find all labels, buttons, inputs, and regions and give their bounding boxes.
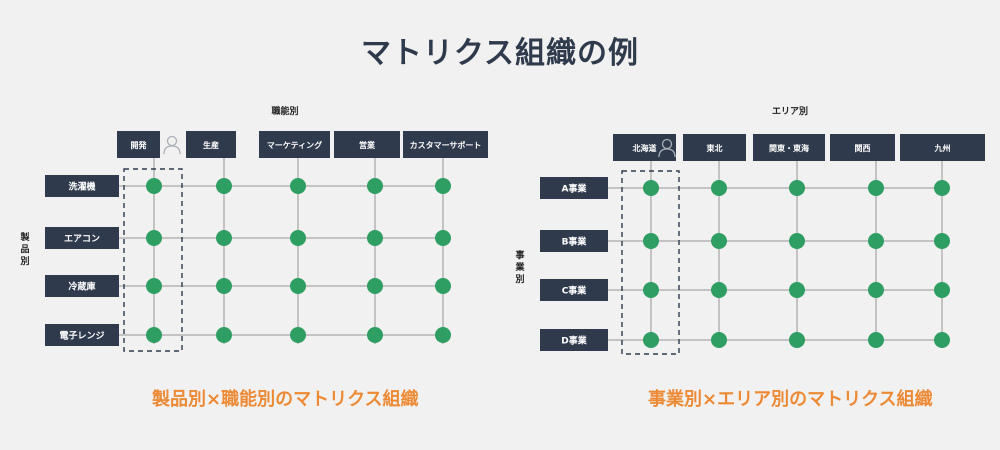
row-header-box[interactable] [45, 175, 119, 197]
matrix-node[interactable] [789, 233, 805, 249]
column-header-box[interactable] [186, 131, 236, 158]
column-header-box[interactable] [830, 134, 895, 161]
matrix-node[interactable] [290, 230, 306, 246]
column-header-label: 生産 [203, 140, 219, 150]
matrix-node[interactable] [290, 278, 306, 294]
row-header-label: 洗濯機 [68, 181, 95, 193]
column-header-label: カスタマーサポート [410, 140, 482, 150]
row-header-label: C事業 [562, 285, 588, 297]
matrix-node[interactable] [868, 180, 884, 196]
matrix-node[interactable] [216, 278, 232, 294]
row-header-box[interactable] [45, 275, 119, 297]
highlight-dashed-box [123, 168, 183, 352]
matrix-node[interactable] [367, 230, 383, 246]
matrix-node[interactable] [711, 282, 727, 298]
row-header-box[interactable] [540, 177, 608, 199]
matrix-node[interactable] [290, 327, 306, 343]
axis-label-side-char: 業 [514, 261, 525, 273]
matrix-node[interactable] [146, 327, 162, 343]
matrix-node[interactable] [643, 233, 659, 249]
row-header-box[interactable] [540, 329, 608, 351]
matrix-node[interactable] [290, 178, 306, 194]
matrix-node[interactable] [435, 327, 451, 343]
row-header-label: D事業 [561, 335, 587, 347]
matrix-node[interactable] [435, 230, 451, 246]
matrix-node[interactable] [934, 233, 950, 249]
matrix-node[interactable] [711, 180, 727, 196]
matrix-node[interactable] [789, 282, 805, 298]
column-header-label: 北海道 [633, 143, 657, 153]
axis-label-side-char: 事 [515, 249, 524, 261]
matrix-node[interactable] [868, 233, 884, 249]
column-header-box[interactable] [117, 131, 160, 158]
matrix-node[interactable] [146, 178, 162, 194]
axis-label-top: エリア別 [772, 105, 808, 117]
axis-label-side-char: 別 [514, 273, 524, 285]
matrix-node[interactable] [643, 180, 659, 196]
column-header-label: 営業 [359, 140, 376, 150]
row-header-label: エアコン [64, 234, 100, 245]
column-header-box[interactable] [259, 131, 330, 158]
row-header-label: B事業 [562, 236, 588, 248]
column-header-label: 開発 [131, 140, 148, 150]
axis-label-side-char: 別 [19, 255, 29, 267]
row-header-label: 冷蔵庫 [68, 281, 95, 293]
column-header-box[interactable] [683, 134, 746, 161]
row-header-box[interactable] [540, 230, 608, 252]
matrix-node[interactable] [367, 327, 383, 343]
column-header-label: 九州 [934, 143, 951, 153]
person-icon [658, 138, 676, 158]
matrix-node[interactable] [146, 278, 162, 294]
matrix-node[interactable] [435, 178, 451, 194]
column-header-box[interactable] [334, 131, 400, 158]
row-header-box[interactable] [45, 227, 119, 249]
matrix-node[interactable] [216, 230, 232, 246]
matrix-node[interactable] [868, 282, 884, 298]
matrix-node[interactable] [643, 282, 659, 298]
column-header-label: 関東・東海 [769, 143, 809, 153]
axis-label-side-char: 品 [20, 244, 29, 255]
matrix-node[interactable] [367, 278, 383, 294]
matrix-node[interactable] [216, 327, 232, 343]
matrix-node[interactable] [367, 178, 383, 194]
page-title: マトリクス組織の例 [360, 36, 640, 71]
row-header-box[interactable] [540, 279, 608, 301]
matrix-node[interactable] [435, 278, 451, 294]
column-header-box[interactable] [900, 134, 985, 161]
column-header-box[interactable] [753, 134, 825, 161]
axis-label-side-char: 製 [19, 231, 30, 243]
caption-business-area: 事業別×エリア別のマトリクス組織 [648, 389, 933, 410]
matrix-node[interactable] [934, 180, 950, 196]
matrix-node[interactable] [711, 332, 727, 348]
matrix-node[interactable] [934, 282, 950, 298]
row-header-box[interactable] [45, 324, 119, 346]
highlight-dashed-box [621, 170, 680, 355]
matrix-node[interactable] [711, 233, 727, 249]
column-header-label: マーケティング [267, 140, 322, 150]
column-header-label: 関西 [855, 143, 871, 153]
matrix-node[interactable] [789, 332, 805, 348]
axis-label-top: 職能別 [271, 105, 298, 117]
matrix-node[interactable] [216, 178, 232, 194]
matrix-node[interactable] [146, 230, 162, 246]
matrix-node[interactable] [934, 332, 950, 348]
column-header-box[interactable] [403, 131, 488, 158]
column-header-box[interactable] [613, 134, 676, 161]
matrix-node[interactable] [868, 332, 884, 348]
column-header-label: 東北 [707, 143, 723, 153]
caption-product-function: 製品別×職能別のマトリクス組織 [152, 389, 419, 410]
row-header-label: 電子レンジ [59, 331, 104, 342]
matrix-node[interactable] [643, 332, 659, 348]
matrix-node[interactable] [789, 180, 805, 196]
row-header-label: A事業 [562, 183, 588, 195]
person-icon [163, 135, 181, 155]
